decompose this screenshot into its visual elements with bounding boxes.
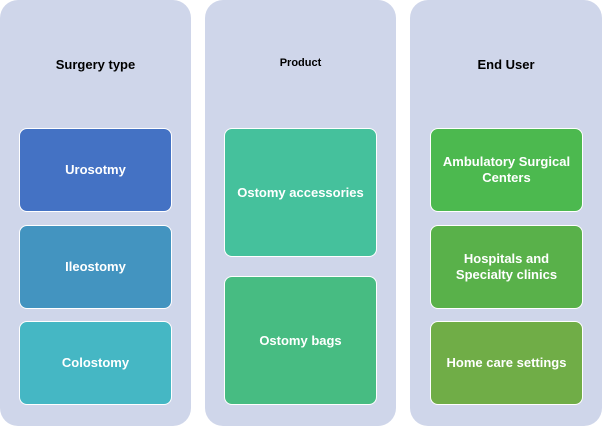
ostomy-bags-box: Ostomy bags bbox=[224, 276, 377, 405]
hospitals-specialty-clinics-box: Hospitals and Specialty clinics bbox=[430, 225, 583, 309]
home-care-settings-box: Home care settings bbox=[430, 321, 583, 405]
ileostomy-label: Ileostomy bbox=[65, 259, 126, 274]
colostomy-label: Colostomy bbox=[61, 355, 130, 370]
colostomy-box: Colostomy bbox=[19, 321, 172, 405]
hospitals-specialty-clinics-label: Hospitals and Specialty clinics bbox=[455, 251, 558, 282]
end-user-column: End User Ambulatory Surgical Centers Hos… bbox=[410, 0, 602, 426]
ostomy-accessories-box: Ostomy accessories bbox=[224, 128, 377, 257]
surgery-type-column: Surgery type Urosotmy Ileostomy Colostom… bbox=[0, 0, 191, 426]
ostomy-accessories-label: Ostomy accessories bbox=[237, 184, 364, 200]
surgery-type-title: Surgery type bbox=[55, 57, 136, 72]
home-care-settings-label: Home care settings bbox=[446, 355, 567, 370]
product-column: Product Ostomy accessories Ostomy bags bbox=[205, 0, 396, 426]
urosotmy-box: Urosotmy bbox=[19, 128, 172, 212]
ambulatory-surgical-centers-box: Ambulatory Surgical Centers bbox=[430, 128, 583, 212]
urosotmy-label: Urosotmy bbox=[65, 162, 126, 177]
ileostomy-box: Ileostomy bbox=[19, 225, 172, 309]
product-title: Product bbox=[279, 57, 322, 69]
end-user-title: End User bbox=[477, 57, 535, 72]
ostomy-bags-label: Ostomy bags bbox=[259, 332, 342, 348]
ambulatory-surgical-centers-label: Ambulatory Surgical Centers bbox=[442, 154, 571, 185]
